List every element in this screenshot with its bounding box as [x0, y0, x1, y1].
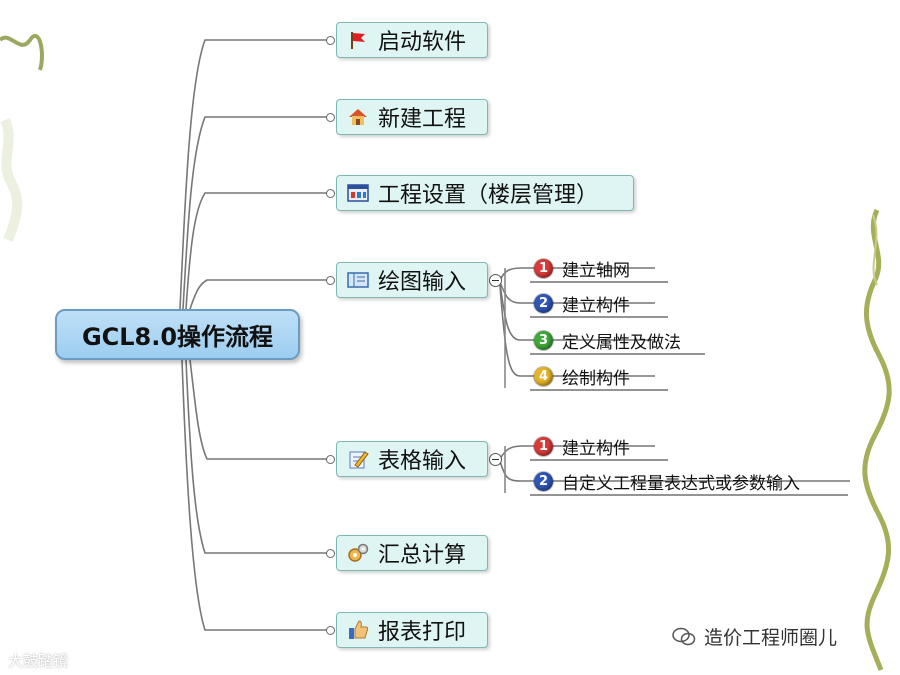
watermark-left: 大鼓踏镜	[8, 650, 68, 671]
red-flag-icon	[347, 29, 369, 51]
window-settings-icon	[347, 182, 369, 204]
node-drawing-input[interactable]: 绘图输入	[336, 262, 488, 298]
node-label: 启动软件	[378, 24, 466, 56]
node-report-print[interactable]: 报表打印	[336, 612, 488, 648]
subitem-label: 定义属性及做法	[562, 328, 681, 353]
collapse-toggle-drawing-input[interactable]	[489, 274, 502, 287]
root-label: GCL8.0操作流程	[82, 317, 273, 352]
watermark-right-text: 造价工程师圈儿	[704, 623, 837, 650]
number-badge: 3	[534, 331, 553, 350]
node-label: 工程设置（楼层管理）	[378, 177, 598, 209]
node-label: 表格输入	[378, 443, 466, 475]
node-connector-dot	[326, 626, 335, 635]
watermark-left-text: 大鼓踏镜	[8, 652, 68, 670]
node-start-software[interactable]: 启动软件	[336, 22, 488, 58]
number-badge: 2	[534, 472, 553, 491]
subitem-define-attributes[interactable]: 3 定义属性及做法	[534, 327, 681, 353]
node-label: 报表打印	[378, 614, 466, 646]
number-badge: 2	[534, 294, 553, 313]
subitem-label: 绘制构件	[562, 364, 630, 389]
node-label: 绘图输入	[378, 264, 466, 296]
node-connector-dot	[326, 36, 335, 45]
subitem-label: 建立轴网	[562, 256, 630, 281]
root-node[interactable]: GCL8.0操作流程	[55, 309, 300, 360]
node-summary-calc[interactable]: 汇总计算	[336, 535, 488, 571]
house-icon	[347, 106, 369, 128]
watermark-right: 造价工程师圈儿	[672, 623, 837, 650]
node-connector-dot	[326, 549, 335, 558]
node-connector-dot	[326, 113, 335, 122]
node-label: 新建工程	[378, 101, 466, 133]
subitem-label: 自定义工程量表达式或参数输入	[562, 469, 800, 494]
number-badge: 4	[534, 367, 553, 386]
blueprint-icon	[347, 269, 369, 291]
subitem-custom-expression[interactable]: 2 自定义工程量表达式或参数输入	[534, 468, 800, 494]
thumbs-up-icon	[347, 619, 369, 641]
node-project-settings[interactable]: 工程设置（楼层管理）	[336, 175, 634, 211]
subitem-draw-component[interactable]: 4 绘制构件	[534, 363, 630, 389]
node-connector-dot	[326, 276, 335, 285]
node-table-input[interactable]: 表格输入	[336, 441, 488, 477]
collapse-toggle-table-input[interactable]	[489, 453, 502, 466]
node-label: 汇总计算	[378, 537, 466, 569]
subitem-build-grid[interactable]: 1 建立轴网	[534, 255, 630, 281]
gears-icon	[347, 542, 369, 564]
number-badge: 1	[534, 437, 553, 456]
node-connector-dot	[326, 189, 335, 198]
node-new-project[interactable]: 新建工程	[336, 99, 488, 135]
pencil-paper-icon	[347, 448, 369, 470]
subitem-label: 建立构件	[562, 434, 630, 459]
wechat-icon	[672, 627, 696, 647]
number-badge: 1	[534, 259, 553, 278]
subitem-build-component-table[interactable]: 1 建立构件	[534, 433, 630, 459]
subitem-label: 建立构件	[562, 291, 630, 316]
node-connector-dot	[326, 455, 335, 464]
subitem-build-component[interactable]: 2 建立构件	[534, 290, 630, 316]
